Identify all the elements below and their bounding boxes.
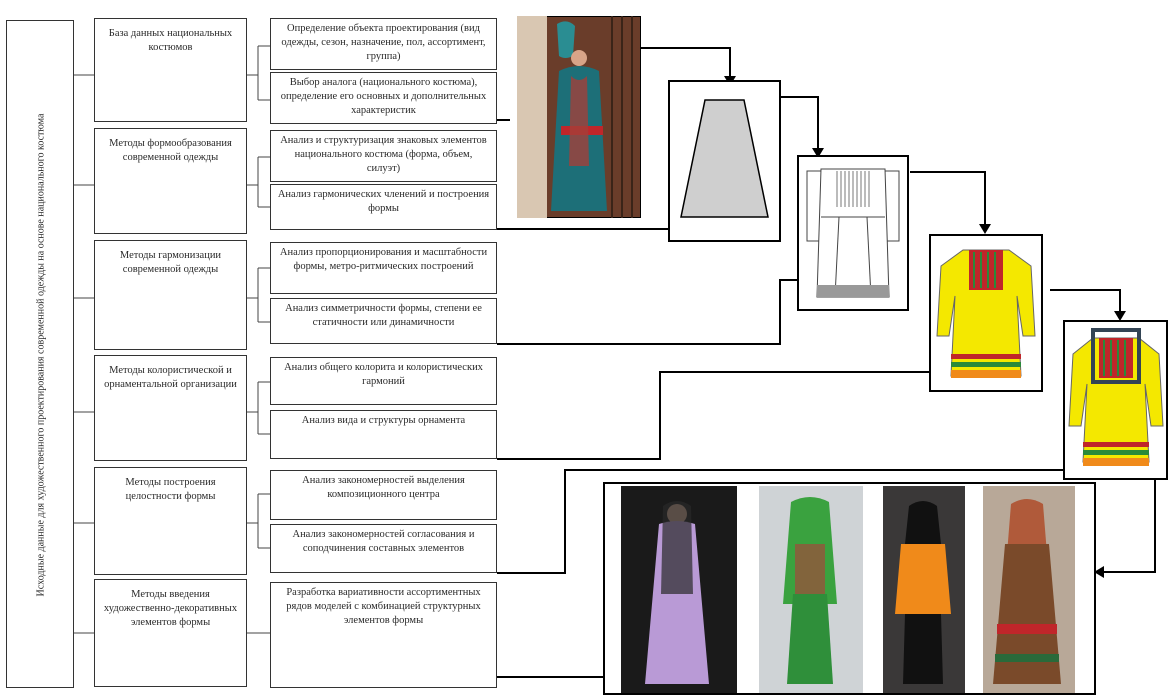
item-assortment-variation: Разработка вариативности ассортиментных … [270, 582, 497, 688]
item-subordination-analysis: Анализ закономерностей согласования и со… [270, 524, 497, 573]
colored-dress-sketch [936, 249, 1036, 378]
item-sign-elements-analysis: Анализ и структуризация знаковых элемент… [270, 130, 497, 182]
trapezoid-silhouette [680, 99, 769, 218]
item-composition-center: Анализ закономерностей выделения компози… [270, 470, 497, 520]
category-harmonization-methods: Методы гармонизации современной одежды [94, 240, 247, 350]
runway-model-orange [883, 486, 965, 693]
item-harmonic-divisions: Анализ гармонических членений и построен… [270, 184, 497, 230]
category-color-ornament-methods: Методы колористической и орнаментальной … [94, 355, 247, 461]
item-symmetry-analysis: Анализ симметричности формы, степени ее … [270, 298, 497, 344]
stage-silhouette-frame [668, 80, 781, 242]
dress-construction-sketch [806, 168, 900, 298]
category-form-methods: Методы формообразования современной одеж… [94, 128, 247, 234]
runway-photo-strip [621, 486, 1075, 693]
dress-with-composition-center [1068, 328, 1164, 466]
source-data-panel: Исходные данные для художественного прое… [6, 20, 74, 688]
item-analog-selection: Выбор аналога (национального костюма), о… [270, 72, 497, 124]
item-object-definition: Определение объекта проектирования (вид … [270, 18, 497, 70]
category-integrity-methods: Методы построения целостности формы [94, 467, 247, 575]
runway-model-green [759, 486, 863, 693]
item-ornament-analysis: Анализ вида и структуры орнамента [270, 410, 497, 459]
item-proportion-analysis: Анализ пропорционирования и масштабности… [270, 242, 497, 294]
category-decorative-methods: Методы введения художественно-декоративн… [94, 579, 247, 687]
stage-composition-frame [1063, 320, 1168, 480]
stage-colored-frame [929, 234, 1043, 392]
stage-construction-frame [797, 155, 909, 311]
category-costume-database: База данных национальных костюмов [94, 18, 247, 122]
national-costume-photo [517, 16, 641, 218]
runway-model-brown [983, 486, 1075, 693]
item-color-analysis: Анализ общего колорита и колористических… [270, 357, 497, 405]
runway-photos-frame [603, 482, 1096, 695]
runway-model-lilac [621, 486, 737, 693]
